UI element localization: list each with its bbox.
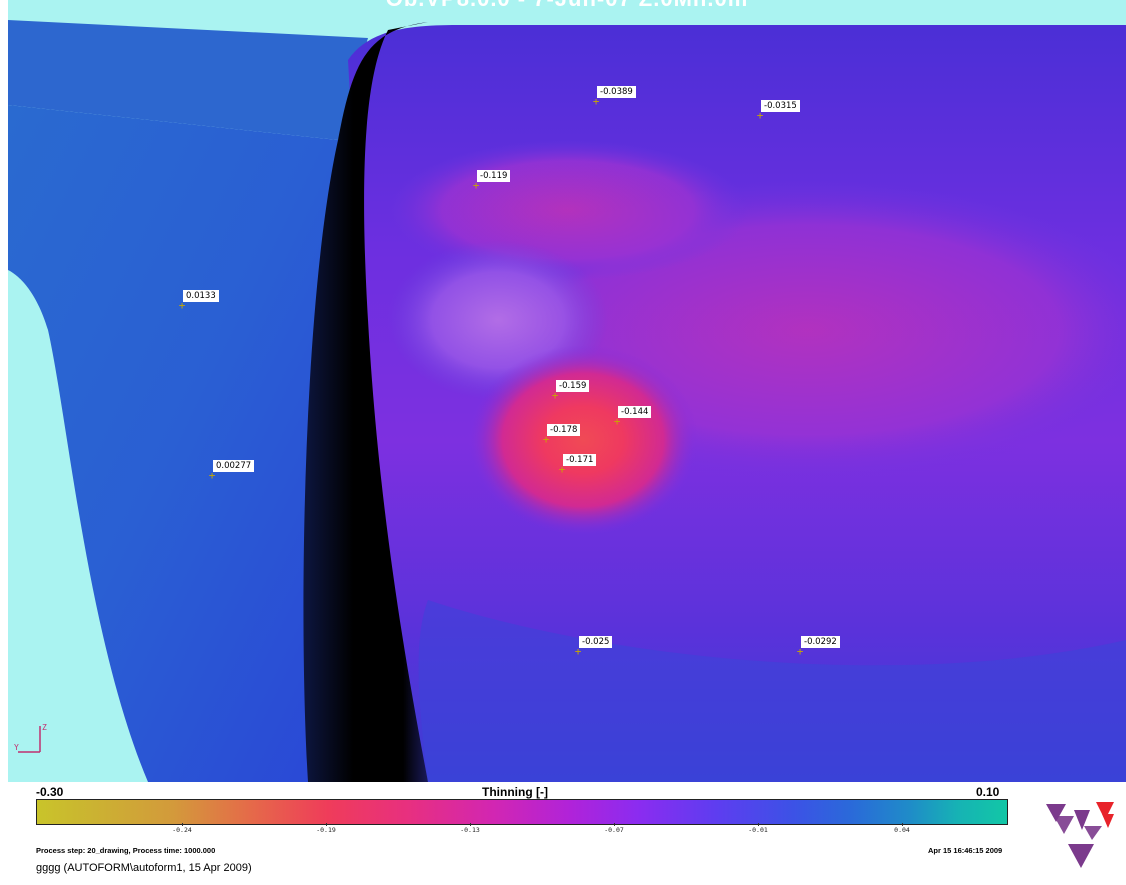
probe-value: -0.119: [477, 170, 511, 182]
probe-value: -0.144: [618, 406, 652, 418]
part-wall: [303, 22, 428, 782]
probe-value: -0.025: [579, 636, 613, 648]
colorbar-tickmark: [902, 823, 903, 826]
crosshair-icon: +: [472, 179, 480, 192]
legend-min-label: -0.30: [36, 785, 64, 799]
colorbar-tickmark: [182, 823, 183, 826]
user-info-text: gggg (AUTOFORM\autoform1, 15 Apr 2009): [36, 862, 252, 874]
flange-upper-left: [8, 20, 368, 140]
colorbar-tick-label: -0.19: [316, 826, 336, 834]
colorbar-tickmark: [326, 823, 327, 826]
axis-triad-icon: Y Z: [14, 723, 47, 753]
probe-value: 0.00277: [213, 460, 255, 472]
crosshair-icon: +: [592, 95, 600, 108]
crosshair-icon: +: [208, 469, 216, 482]
colorbar-tick-label: 0.04: [894, 826, 910, 834]
colorbar-tickmark: [758, 823, 759, 826]
flange-left: [8, 105, 338, 782]
thinning-colorbar: [36, 799, 1008, 825]
probe-value: -0.0292: [801, 636, 840, 648]
crosshair-icon: +: [551, 389, 559, 402]
probe-value: -0.159: [556, 380, 590, 392]
probe-value: 0.0133: [183, 290, 219, 302]
colorbar-tick-label: -0.24: [172, 826, 192, 834]
probe-value: -0.0315: [761, 100, 800, 112]
viewport-title: Ob.VP8.0.0 - 7-Jun-07 Z.0Mn.0m: [8, 0, 1126, 12]
colorbar-tick-label: -0.07: [604, 826, 624, 834]
axis-y-label: Y: [14, 743, 19, 752]
axis-z-label: Z: [42, 723, 47, 732]
crosshair-icon: +: [558, 463, 566, 476]
colorbar-tick-label: -0.13: [460, 826, 480, 834]
timestamp-text: Apr 15 16:46:15 2009: [928, 846, 1003, 855]
process-step-text: Process step: 20_drawing, Process time: …: [36, 846, 216, 855]
probe-value: -0.0389: [597, 86, 636, 98]
colorbar-tickmark: [614, 823, 615, 826]
colorbar-tick-label: -0.01: [748, 826, 768, 834]
crosshair-icon: +: [178, 299, 186, 312]
crosshair-icon: +: [542, 433, 550, 446]
result-viewport[interactable]: Ob.VP8.0.0 - 7-Jun-07 Z.0Mn.0m + -0.0389…: [8, 0, 1126, 782]
legend-max-label: 0.10: [976, 785, 1000, 799]
probe-value: -0.171: [563, 454, 597, 466]
colorbar-tickmark: [470, 823, 471, 826]
probe-value: -0.178: [547, 424, 581, 436]
crosshair-icon: +: [796, 645, 804, 658]
autoform-logo-icon: [1046, 802, 1114, 868]
legend-title: Thinning [-]: [482, 785, 548, 799]
crosshair-icon: +: [574, 645, 582, 658]
crosshair-icon: +: [756, 109, 764, 122]
crosshair-icon: +: [613, 415, 621, 428]
